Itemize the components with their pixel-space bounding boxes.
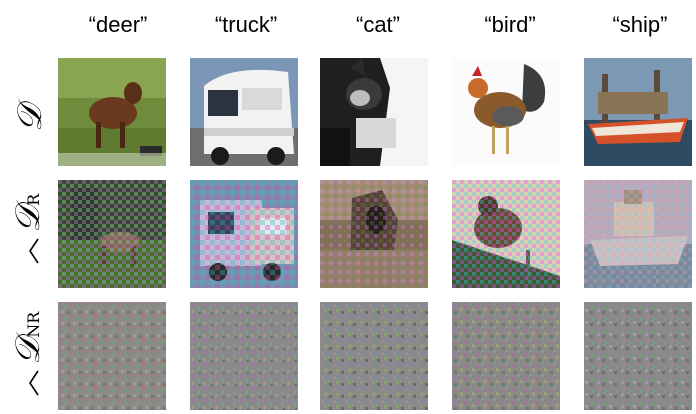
column-label-cat: “cat” — [356, 12, 400, 37]
image-ship-robust — [584, 180, 692, 288]
row-label-original-symbol: 𝒟 — [10, 104, 50, 132]
image-bird-nonrobust — [452, 302, 560, 410]
image-cat-nonrobust — [320, 302, 428, 410]
image-bird-robust — [452, 180, 560, 288]
row-label-robust-symbol: 𝒟 — [8, 205, 48, 233]
row-label-original: 𝒟 — [10, 92, 50, 132]
image-truck-nonrobust — [190, 302, 298, 410]
image-ship-nonrobust — [584, 302, 692, 410]
image-deer-original — [58, 58, 166, 166]
column-label-deer: “deer” — [88, 12, 148, 37]
row-label-nonrobust-symbol: 𝒟 — [8, 337, 48, 365]
image-deer-nonrobust — [58, 302, 166, 410]
row-label-nonrobust-subscript: NR — [24, 311, 43, 338]
column-label-bird: “bird” — [484, 12, 536, 37]
image-ship-original — [584, 58, 692, 166]
image-deer-robust — [58, 180, 166, 288]
image-truck-robust — [190, 180, 298, 288]
hat-accent-icon — [29, 370, 39, 396]
image-cat-original — [320, 58, 428, 166]
row-label-robust: 𝒟R — [8, 194, 52, 264]
column-label-ship: “ship” — [612, 12, 668, 37]
hat-accent-icon — [29, 238, 39, 264]
image-cat-robust — [320, 180, 428, 288]
image-truck-original — [190, 58, 298, 166]
row-label-nonrobust: 𝒟NR — [8, 312, 52, 396]
row-label-robust-subscript: R — [24, 193, 43, 206]
column-label-truck: “truck” — [214, 12, 278, 37]
image-bird-original — [452, 58, 560, 166]
